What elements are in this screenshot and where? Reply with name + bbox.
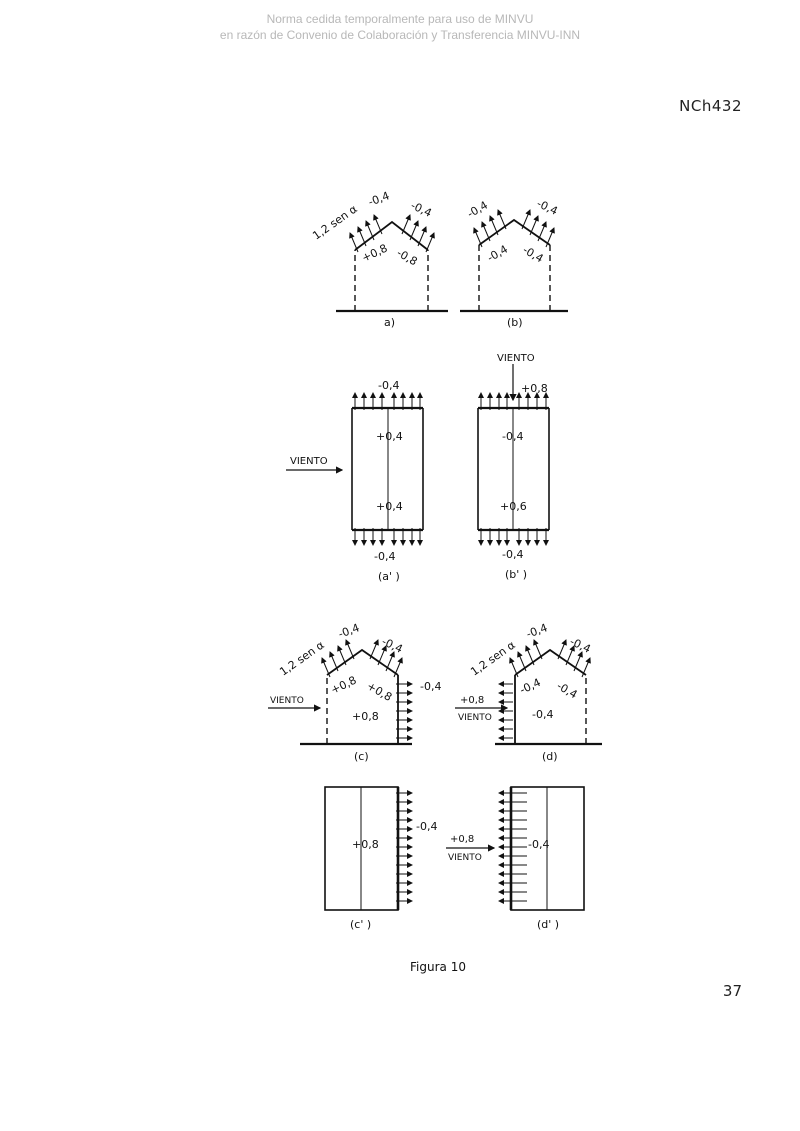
coef-side: +0,8 bbox=[450, 834, 474, 845]
roof-arrows bbox=[321, 639, 403, 678]
top-arrows bbox=[352, 392, 423, 410]
coef-under-left: +0,8 bbox=[329, 674, 359, 697]
panel-label: (c' ) bbox=[350, 918, 371, 931]
watermark-line-2: en razón de Convenio de Colaboración y T… bbox=[219, 28, 581, 42]
panel-d bbox=[455, 639, 602, 746]
side-arrows bbox=[498, 681, 513, 741]
page-number: 37 bbox=[722, 982, 742, 1000]
panel-label: a) bbox=[384, 316, 395, 329]
coef-top-left: -0,4 bbox=[465, 199, 490, 221]
panel-label: (d' ) bbox=[537, 918, 559, 931]
roof-arrows bbox=[509, 639, 591, 678]
coef-top-left: -0,4 bbox=[525, 621, 550, 641]
coef-under-right: -0,4 bbox=[555, 679, 580, 701]
roof bbox=[354, 220, 429, 251]
coef-under-right: -0,4 bbox=[521, 243, 546, 265]
panel-a-prime-labels: VIENTO -0,4 +0,4 +0,4 -0,4 (a' ) bbox=[290, 379, 403, 583]
coef-under-left: +0,8 bbox=[360, 242, 390, 265]
watermark-line-1: Norma cedida temporalmente para uso de M… bbox=[266, 12, 534, 26]
coef-bottom: -0,4 bbox=[374, 550, 395, 563]
wind-label: VIENTO bbox=[290, 456, 328, 467]
roof-arrows bbox=[473, 209, 555, 248]
wind-label: VIENTO bbox=[497, 353, 535, 364]
coef-side: -0,4 bbox=[420, 680, 441, 693]
coef-inside: -0,4 bbox=[528, 838, 549, 851]
panel-c bbox=[268, 639, 413, 746]
panel-a-labels: 1,2 sen α -0,4 -0,4 +0,8 -0,8 a) bbox=[310, 189, 433, 329]
coef-under-right: +0,8 bbox=[365, 679, 395, 704]
panel-label: (d) bbox=[542, 750, 558, 763]
panel-c-labels: 1,2 sen α -0,4 -0,4 +0,8 +0,8 +0,8 -0,4 … bbox=[270, 621, 441, 763]
wind-label: VIENTO bbox=[458, 713, 492, 723]
panel-a bbox=[336, 214, 448, 313]
coef-top-left: -0,4 bbox=[367, 189, 392, 209]
wind-label: VIENTO bbox=[270, 696, 304, 706]
panel-label: (a' ) bbox=[378, 570, 400, 583]
top-arrows bbox=[478, 392, 549, 410]
coef-under-left: -0,4 bbox=[518, 676, 543, 697]
side-arrows bbox=[498, 790, 527, 904]
panel-b-prime-labels: VIENTO +0,8 -0,4 +0,6 -0,4 (b' ) bbox=[497, 353, 548, 581]
slope-label: 1,2 sen α bbox=[310, 202, 359, 242]
standard-code: NCh432 bbox=[679, 97, 742, 115]
panel-d-prime bbox=[446, 786, 585, 911]
panel-b-prime bbox=[477, 364, 550, 546]
panel-a-prime bbox=[286, 392, 424, 546]
coef-top: -0,4 bbox=[378, 379, 399, 392]
coef-side: -0,4 bbox=[416, 820, 437, 833]
coef-inside: +0,8 bbox=[352, 838, 379, 851]
panel-label: (c) bbox=[354, 750, 369, 763]
coef-lower: +0,6 bbox=[500, 500, 527, 513]
coef-upper: -0,4 bbox=[502, 430, 523, 443]
panel-c-prime-labels: +0,8 -0,4 (c' ) bbox=[350, 820, 437, 931]
roof-arrows bbox=[349, 214, 435, 253]
bottom-arrows bbox=[478, 528, 549, 546]
panel-d-labels: 1,2 sen α -0,4 -0,4 -0,4 -0,4 +0,8 VIENT… bbox=[458, 621, 593, 763]
side-arrows bbox=[396, 790, 413, 904]
figure-caption: Figura 10 bbox=[410, 960, 466, 974]
roof bbox=[326, 648, 399, 676]
bottom-arrows bbox=[352, 528, 423, 546]
coef-under-right: -0,8 bbox=[395, 246, 420, 268]
coef-side: +0,8 bbox=[460, 695, 484, 706]
slope-label: 1,2 sen α bbox=[277, 638, 326, 678]
coef-top-right: -0,4 bbox=[535, 197, 560, 218]
roof bbox=[478, 218, 551, 246]
coef-top-left: -0,4 bbox=[337, 621, 362, 641]
coef-under-left: -0,4 bbox=[485, 243, 510, 265]
panel-c-prime bbox=[324, 786, 413, 911]
panel-label: (b' ) bbox=[505, 568, 527, 581]
coef-inside: +0,8 bbox=[352, 710, 379, 723]
panel-d-prime-labels: +0,8 VIENTO -0,4 (d' ) bbox=[448, 834, 559, 931]
panel-label: (b) bbox=[507, 316, 523, 329]
coef-upper: +0,4 bbox=[376, 430, 403, 443]
wind-label: VIENTO bbox=[448, 853, 482, 863]
side-arrows bbox=[396, 681, 413, 741]
coef-top-right: -0,4 bbox=[409, 199, 434, 220]
panel-b bbox=[460, 209, 568, 313]
coef-top: +0,8 bbox=[521, 382, 548, 395]
coef-inside: -0,4 bbox=[532, 708, 553, 721]
coef-bottom: -0,4 bbox=[502, 548, 523, 561]
coef-lower: +0,4 bbox=[376, 500, 403, 513]
roof bbox=[514, 648, 587, 676]
